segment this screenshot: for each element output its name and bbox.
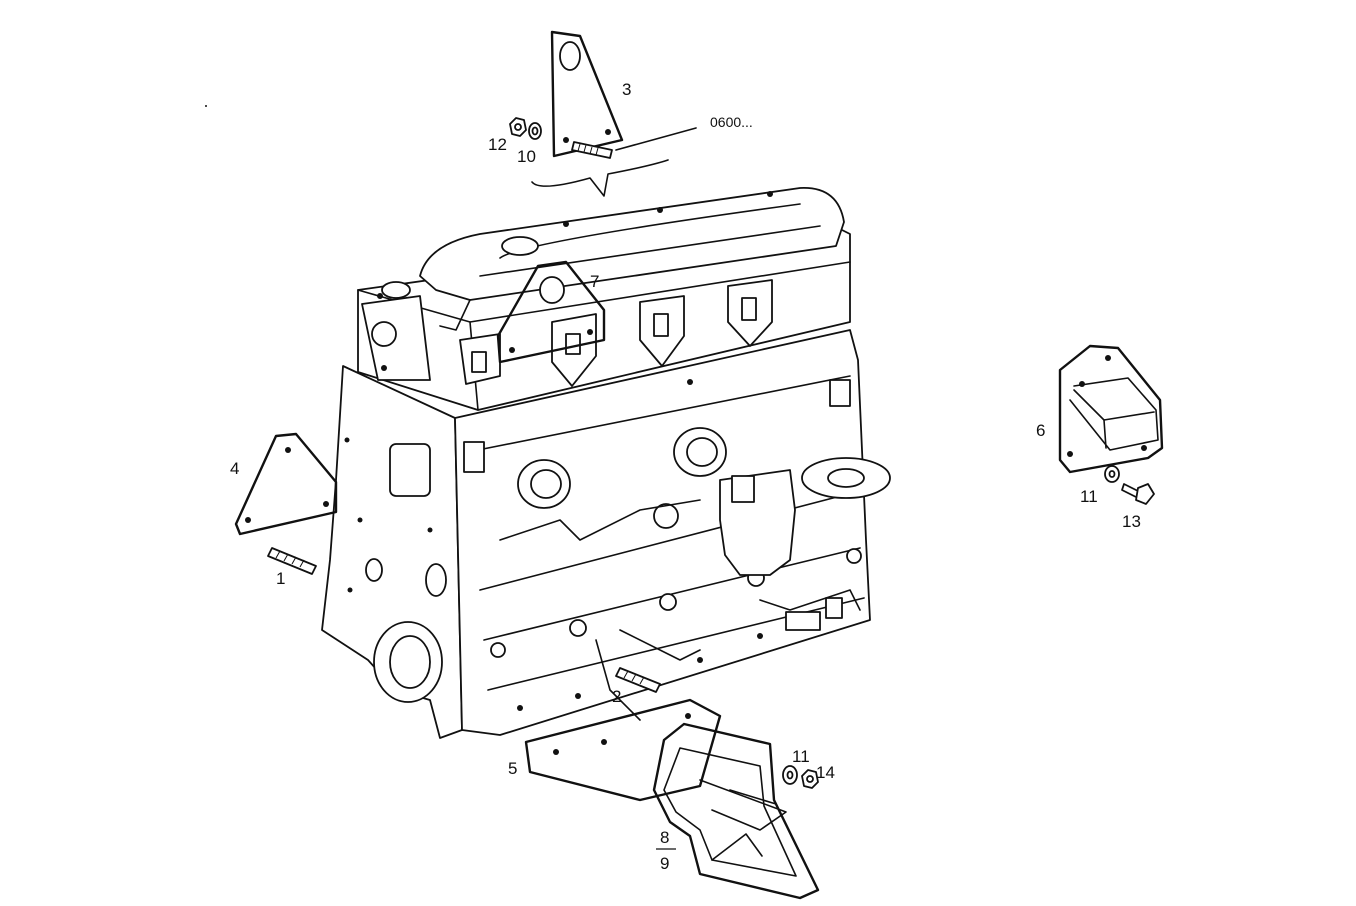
part-2-stud — [615, 667, 661, 693]
part-7-lifting-bracket — [496, 260, 606, 364]
callout-2: 2 — [612, 687, 621, 706]
part-4-plate — [234, 432, 338, 536]
callout-3: 3 — [622, 80, 631, 99]
detail-brace — [531, 159, 669, 197]
callout-6: 6 — [1036, 421, 1045, 440]
note-leader — [615, 127, 697, 151]
part-5-plate — [524, 698, 722, 802]
callout-12: 12 — [488, 135, 507, 154]
part-11-washer-lower — [782, 765, 798, 785]
engine-block — [321, 187, 891, 739]
part-3-bracket — [550, 30, 624, 158]
callout-5: 5 — [508, 759, 517, 778]
note-0600: 0600... — [710, 114, 753, 130]
part-8-9-mount-bracket — [652, 722, 820, 900]
part-13-bolt — [1121, 483, 1155, 505]
callout-10: 10 — [517, 147, 536, 166]
part-10-washer — [528, 122, 542, 140]
callout-14: 14 — [816, 763, 835, 782]
part-14-nut — [801, 769, 819, 789]
stud-0600 — [571, 141, 613, 159]
callout-4: 4 — [230, 459, 239, 478]
callout-11-upper: 11 — [1080, 487, 1098, 506]
callout-13: 13 — [1122, 512, 1141, 531]
part-12-nut — [509, 117, 527, 137]
callout-1: 1 — [276, 569, 285, 588]
part-1-stud — [267, 547, 317, 575]
part-6-mount-bracket — [1058, 344, 1164, 474]
callout-7: 7 — [590, 272, 599, 291]
part-11-washer-upper — [1104, 465, 1120, 483]
callout-8: 8 — [660, 828, 669, 847]
callout-9: 9 — [660, 854, 669, 873]
callout-11-lower: 11 — [792, 747, 810, 766]
